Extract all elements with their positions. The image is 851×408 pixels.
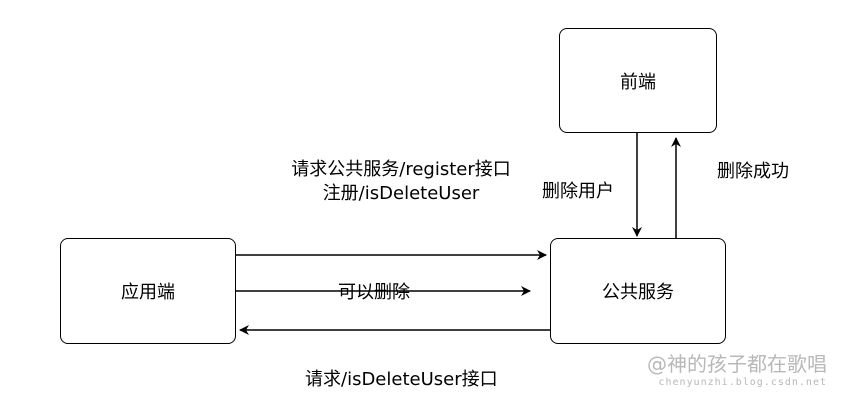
- watermark: @神的孩子都在歌唱 chenyunzhi.blog.csdn.net: [647, 352, 827, 390]
- edge-label-register: 请求公共服务/register接口 注册/isDeleteUser: [270, 158, 532, 206]
- node-public-service: 公共服务: [550, 238, 726, 344]
- edge-label-register-line2: 注册/isDeleteUser: [322, 183, 480, 204]
- edge-label-request-is-delete: 请求/isDeleteUser接口: [305, 369, 498, 390]
- edge-label-register-line1: 请求公共服务/register接口: [291, 159, 511, 180]
- node-frontend-label: 前端: [620, 71, 656, 93]
- node-app-label: 应用端: [121, 282, 175, 303]
- node-public-service-label: 公共服务: [602, 282, 674, 303]
- watermark-sub: chenyunzhi.blog.csdn.net: [658, 377, 827, 388]
- watermark-main: @神的孩子都在歌唱: [647, 352, 827, 376]
- node-app: 应用端: [60, 238, 236, 344]
- edge-label-can-delete: 可以删除: [338, 282, 410, 303]
- node-frontend: 前端: [559, 28, 717, 133]
- edge-label-delete-success: 删除成功: [717, 161, 789, 182]
- edge-label-delete-user: 删除用户: [542, 181, 614, 202]
